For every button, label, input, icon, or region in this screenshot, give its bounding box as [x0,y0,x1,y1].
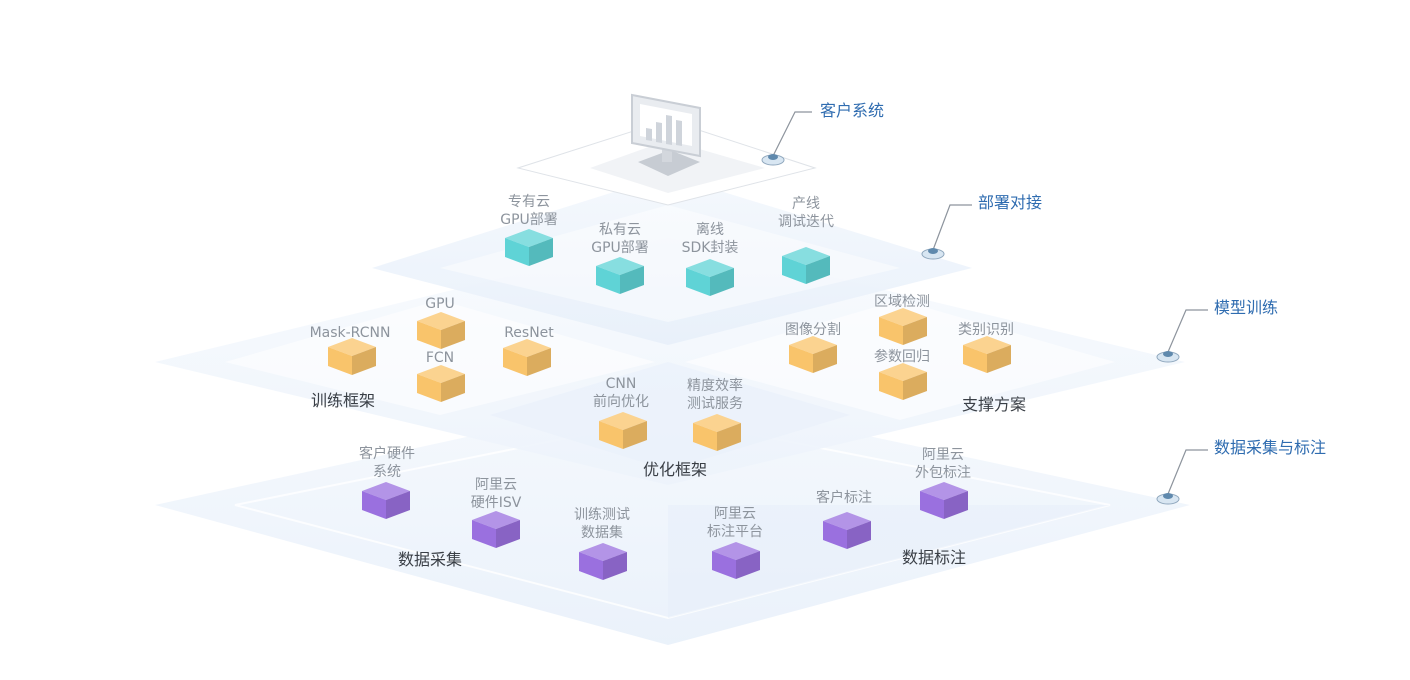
monitor-chart-icon [631,93,701,176]
annotation-item-label: 阿里云 外包标注 [915,447,971,481]
support-cube [879,363,927,400]
group-title-support-solution: 支撑方案 [961,395,1027,414]
optimization-item-label: CNN 前向优化 [593,376,649,410]
deploy-item-label: 专有云 GPU部署 [500,194,558,228]
support-cube [789,336,837,373]
group-title-optimization-framework: 优化框架 [642,460,708,479]
deploy-item-label: 产线 调试迭代 [778,196,834,230]
annotation-cube [823,512,871,549]
framework-item-label: ResNet [504,325,554,341]
group-title-data-annotation: 数据标注 [901,548,967,567]
deploy-cube [782,247,830,284]
optimization-item-label: 精度效率 测试服务 [687,378,743,412]
framework-cube [417,365,465,402]
group-title-training-framework: 训练框架 [310,391,376,410]
support-item-label: 图像分割 [785,322,841,338]
layer-marker-icon [761,154,1180,505]
framework-item-label: Mask-RCNN [309,325,391,341]
support-cube [879,308,927,345]
layer-label-data-collection-annotation: 数据采集与标注 [1214,438,1327,457]
framework-cube [328,338,376,375]
framework-cube [503,339,551,376]
collection-cube [579,543,627,580]
framework-item-label: FCN [425,350,455,366]
collection-item-label: 客户硬件 系统 [359,446,415,480]
annotation-cube [920,482,968,519]
deploy-cube [686,259,734,296]
deploy-cube [596,257,644,294]
deploy-item-label: 私有云 GPU部署 [591,222,649,256]
deploy-cube [505,229,553,266]
collection-cube [362,482,410,519]
data-layer-plane [155,393,1190,645]
annotation-item-label: 阿里云 标注平台 [707,506,763,540]
framework-item-label: GPU [425,296,455,312]
framework-cube [417,312,465,349]
layer-label-deployment: 部署对接 [978,193,1043,212]
training-layer-plane [155,238,1185,485]
annotation-cube [712,542,760,579]
collection-cube [472,511,520,548]
layer-label-customer-system: 客户系统 [820,101,885,120]
deploy-item-label: 离线 SDK封装 [681,222,739,256]
optimization-cube [693,414,741,451]
deploy-layer-plane [372,175,972,345]
leader-lines [772,111,1208,495]
cubes [328,229,1011,580]
group-title-data-collection: 数据采集 [397,550,463,569]
support-cube [963,336,1011,373]
support-item-label: 类别识别 [958,322,1014,338]
optimization-cube [599,412,647,449]
collection-item-label: 阿里云 硬件ISV [470,477,522,511]
collection-item-label: 训练测试 数据集 [574,507,630,541]
annotation-item-label: 客户标注 [816,490,872,506]
support-item-label: 参数回归 [874,349,930,365]
layer-label-model-training: 模型训练 [1214,298,1279,317]
support-item-label: 区域检测 [874,294,930,310]
